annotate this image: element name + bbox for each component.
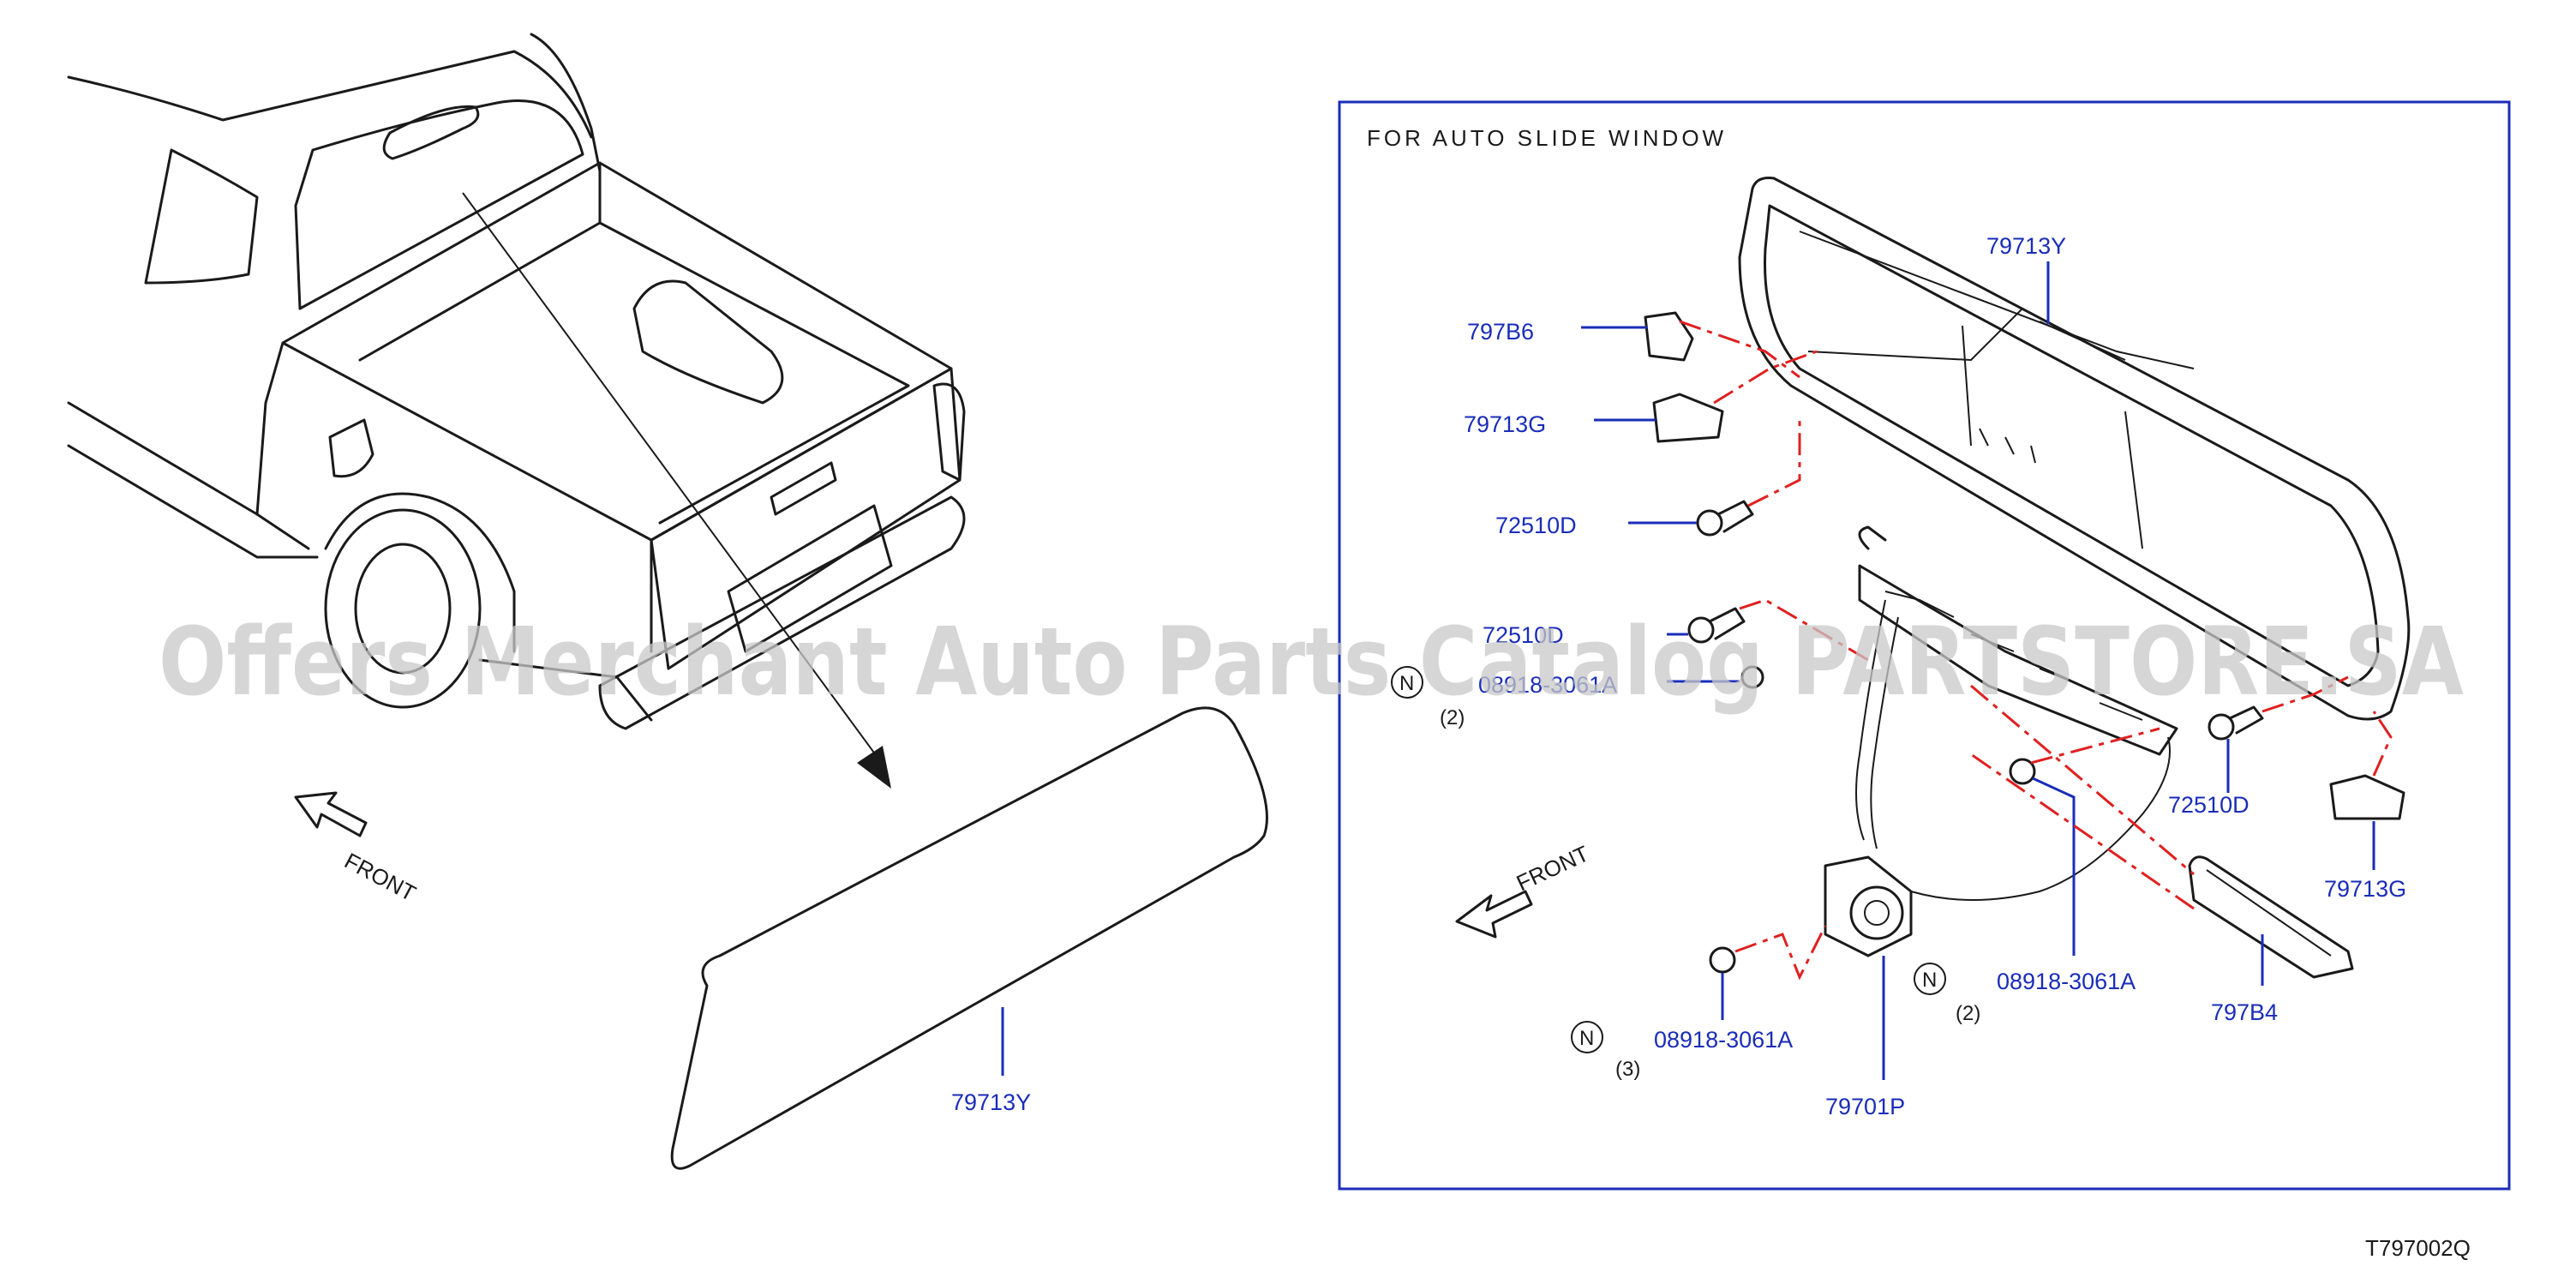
- note-symbol-bottom: N: [1571, 1021, 1603, 1053]
- part-72510D-upper: [1628, 420, 1801, 537]
- front-label-inset: FRONT: [1513, 840, 1593, 896]
- location-arrow: [462, 192, 891, 789]
- callout-797B6[interactable]: 797B6: [1467, 319, 1534, 345]
- note-qty-bottom: (3): [1615, 1058, 1640, 1081]
- watermark: Offers Merchant Auto Parts Catalog PARTS…: [159, 607, 2464, 717]
- front-label-left: FRONT: [340, 848, 420, 907]
- front-arrow-icon: [294, 791, 368, 837]
- slide-window-assembly: [1738, 177, 2411, 721]
- callout-72510D-upper[interactable]: 72510D: [1495, 513, 1577, 538]
- callout-79701P[interactable]: 79701P: [1825, 1094, 1905, 1119]
- inset-frame: [1338, 100, 2511, 1191]
- note-symbol-center: N: [1914, 963, 1946, 995]
- callout-glass-inset[interactable]: 79713Y: [1986, 233, 2066, 259]
- part-79701P-regulator: [1824, 525, 2178, 1080]
- part-72510D-right: [2208, 675, 2349, 793]
- note-symbol-left: N: [1391, 666, 1423, 699]
- part-72510D-mid: [1667, 598, 1869, 662]
- part-08918-bottom-nut: [1709, 925, 1827, 1020]
- callout-79713G-right[interactable]: 79713G: [2324, 876, 2406, 902]
- callout-glass-main[interactable]: 79713Y: [951, 1089, 1031, 1115]
- inset-title: FOR AUTO SLIDE WINDOW: [1367, 125, 1727, 151]
- note-qty-left: (2): [1440, 706, 1465, 729]
- svg-text:N: N: [1399, 672, 1414, 695]
- svg-text:N: N: [1922, 969, 1937, 992]
- note-qty-center: (2): [1956, 1002, 1980, 1025]
- part-797B6-bracket: [1581, 311, 1800, 379]
- callout-797B4[interactable]: 797B4: [2211, 999, 2278, 1025]
- callout-72510D-right[interactable]: 72510D: [2168, 792, 2250, 818]
- callout-08918-center[interactable]: 08918-3061A: [1997, 969, 2136, 994]
- diagram-id: T797002Q: [2365, 1235, 2471, 1261]
- part-08918-center-nut: [2009, 727, 2160, 956]
- callout-72510D-mid[interactable]: 72510D: [1483, 622, 1564, 648]
- callout-08918-left[interactable]: 08918-3061A: [1478, 672, 1617, 698]
- front-arrow-inset-icon: [1455, 890, 1533, 939]
- truck-illustration: [67, 33, 966, 730]
- rear-window-glass-main: [670, 706, 1268, 1170]
- part-79713G-right: [2329, 711, 2405, 870]
- callout-79713G-left[interactable]: 79713G: [1464, 411, 1546, 437]
- part-08918-left-nut: [1667, 665, 1764, 689]
- part-797B4-cover: [1970, 684, 2354, 986]
- callout-08918-bottom[interactable]: 08918-3061A: [1654, 1027, 1793, 1053]
- part-79713G-left: [1594, 350, 1818, 443]
- svg-text:N: N: [1579, 1027, 1594, 1050]
